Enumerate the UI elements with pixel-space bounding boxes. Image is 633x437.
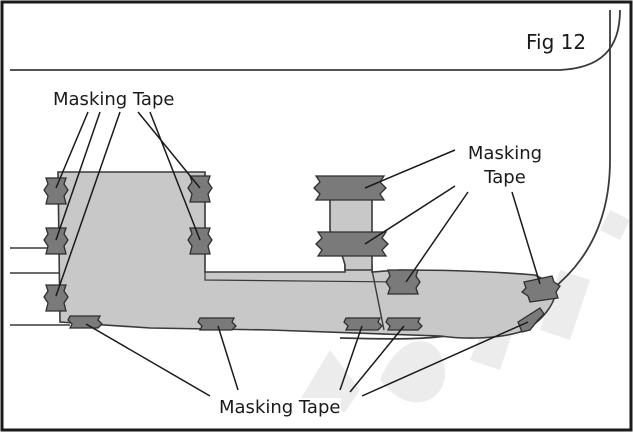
tape-bottom-4 bbox=[385, 317, 423, 331]
seam-line bbox=[371, 269, 385, 331]
label-masking-tape-top-left: Masking Tape bbox=[52, 89, 176, 110]
tape-bottom-5 bbox=[517, 307, 545, 333]
tape-right-2 bbox=[520, 275, 561, 303]
tape-right-1 bbox=[385, 269, 421, 295]
tape-bottom-1 bbox=[67, 315, 103, 329]
tape-bottom-2 bbox=[197, 317, 237, 331]
label-masking-tape-bottom: Masking Tape bbox=[218, 397, 342, 418]
tape-mid-2 bbox=[187, 227, 213, 255]
tape-left-3 bbox=[43, 284, 69, 312]
tape-left-2 bbox=[43, 227, 69, 255]
label-masking-tape-right: Masking Tape bbox=[456, 142, 554, 190]
figure-number-label: Fig 12 bbox=[526, 30, 587, 54]
body-outline-top bbox=[10, 9, 621, 71]
tape-bottom-3 bbox=[343, 317, 383, 331]
tape-left-1 bbox=[43, 177, 69, 205]
tape-tab-2 bbox=[315, 231, 389, 257]
leader-lines bbox=[55, 111, 541, 397]
tape-strips bbox=[43, 175, 561, 333]
tape-mid-1 bbox=[187, 175, 213, 203]
tape-tab-1 bbox=[313, 175, 387, 201]
inner-edge bbox=[204, 272, 401, 283]
cover-piece bbox=[57, 171, 557, 339]
